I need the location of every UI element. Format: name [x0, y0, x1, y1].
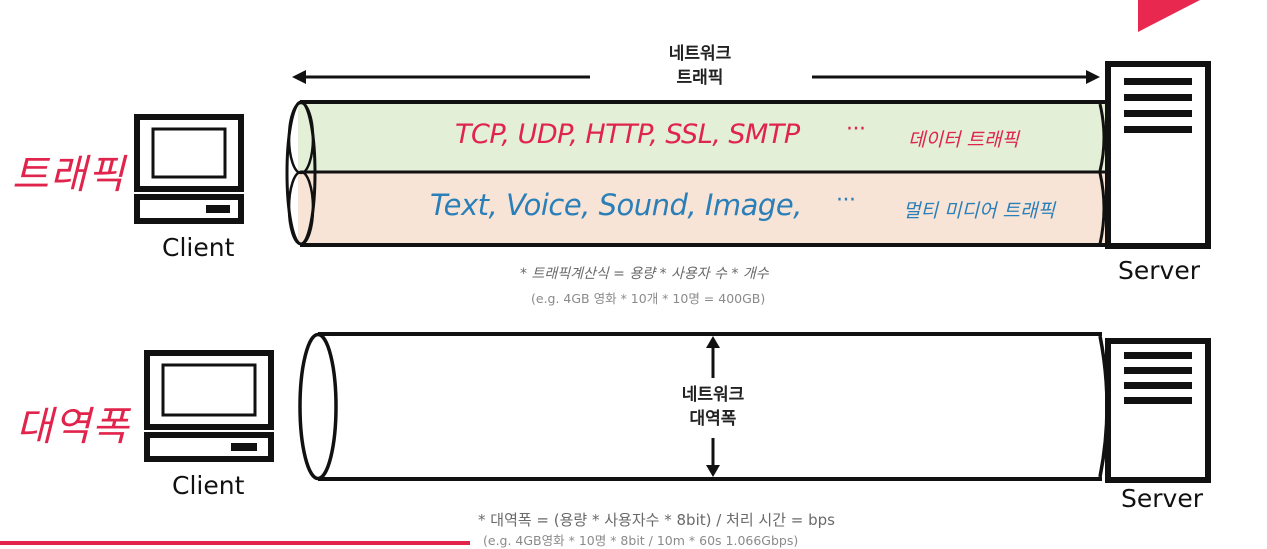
arrow-left-icon: [292, 70, 306, 84]
traffic-direction-arrows: [292, 70, 1100, 84]
network-bandwidth-label-line1: 네트워크: [681, 385, 745, 405]
server-label: Server: [1121, 484, 1203, 513]
data-traffic-band: [298, 103, 1106, 172]
client-label: Client: [172, 471, 245, 500]
server-icon: [1105, 61, 1211, 249]
computer-icon: [134, 114, 244, 224]
network-bandwidth-label: 네트워크 대역폭: [653, 383, 773, 431]
server-icon: [1105, 338, 1211, 483]
server-label: Server: [1118, 256, 1200, 285]
arrow-down-icon: [706, 465, 720, 477]
protocol-ellipsis: ···: [846, 117, 866, 142]
network-traffic-label: 네트워크 트래픽: [640, 42, 760, 90]
media-type-list: Text, Voice, Sound, Image,: [430, 188, 802, 222]
network-bandwidth-label-line2: 대역폭: [689, 409, 737, 429]
media-traffic-band: [298, 172, 1106, 245]
bandwidth-height-arrows: [706, 336, 720, 477]
bandwidth-title: 대역폭: [16, 404, 130, 450]
bandwidth-pipe: [298, 332, 1109, 481]
data-traffic-tag: 데이터 트래픽: [908, 129, 1019, 151]
client-label: Client: [162, 233, 235, 262]
network-traffic-label-line1: 네트워크: [668, 44, 732, 64]
network-traffic-label-line2: 트래픽: [676, 68, 724, 88]
traffic-formula: * 트래픽계산식 = 용량 * 사용자 수 * 개수: [520, 266, 769, 282]
arrow-right-icon: [1086, 70, 1100, 84]
traffic-pipe: [285, 100, 1106, 247]
computer-icon: [144, 350, 274, 462]
traffic-title: 트래픽: [12, 152, 126, 198]
traffic-example: (e.g. 4GB 영화 * 10개 * 10명 = 400GB): [531, 291, 766, 306]
multimedia-traffic-tag: 멀티 미디어 트래픽: [903, 200, 1055, 222]
bandwidth-formula: * 대역폭 = (용량 * 사용자수 * 8bit) / 처리 시간 = bps: [478, 511, 835, 529]
arrow-up-icon: [706, 336, 720, 348]
corner-triangle-icon: [1138, 0, 1200, 32]
protocol-list: TCP, UDP, HTTP, SSL, SMTP: [455, 119, 800, 150]
bandwidth-example: (e.g. 4GB영화 * 10명 * 8bit / 10m * 60s 1.0…: [483, 533, 799, 548]
media-ellipsis: ···: [836, 188, 856, 213]
